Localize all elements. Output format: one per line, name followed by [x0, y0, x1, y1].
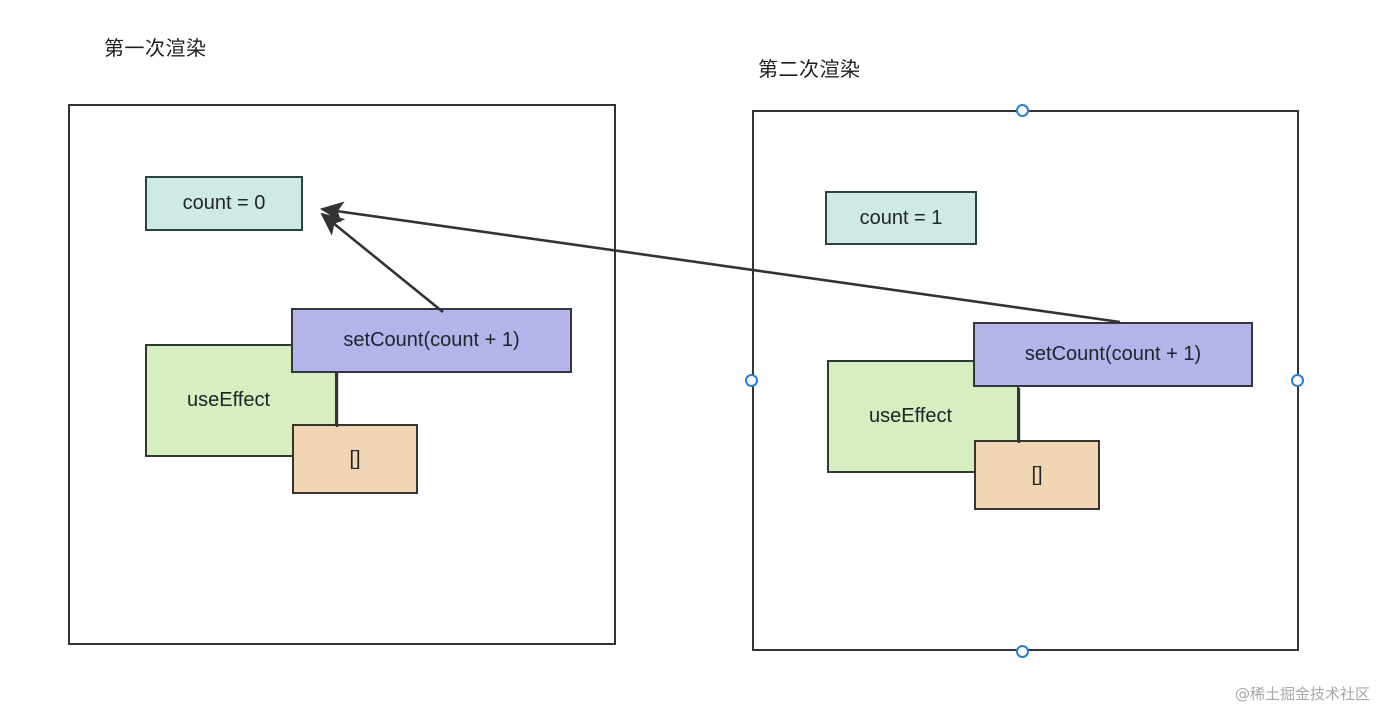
panel-title-first-render: 第一次渲染 [104, 38, 207, 60]
selection-handle-bottom[interactable] [1016, 645, 1029, 658]
node-deps-array-first[interactable]: [] [292, 424, 418, 494]
node-label: count = 1 [859, 206, 943, 229]
selection-handle-right[interactable] [1291, 374, 1304, 387]
panel-first-render[interactable] [68, 104, 616, 645]
node-label: useEffect [869, 405, 953, 427]
node-label: count = 0 [182, 192, 266, 214]
node-label: [] [1031, 463, 1043, 486]
node-label: setCount(count + 1) [1024, 343, 1202, 365]
node-state-count-first[interactable]: count = 0 [145, 176, 303, 231]
node-label: useEffect [187, 389, 271, 411]
node-setcount-second[interactable]: setCount(count + 1) [973, 322, 1253, 387]
node-label: setCount(count + 1) [343, 329, 520, 351]
panel-title-second-render: 第二次渲染 [758, 59, 861, 81]
node-setcount-first[interactable]: setCount(count + 1) [291, 308, 572, 373]
node-label: [] [349, 447, 361, 470]
node-deps-array-second[interactable]: [] [974, 440, 1100, 510]
selection-handle-top[interactable] [1016, 104, 1029, 117]
node-state-count-second[interactable]: count = 1 [825, 191, 977, 245]
selection-handle-left[interactable] [745, 374, 758, 387]
watermark: @稀土掘金技术社区 [1234, 685, 1370, 703]
